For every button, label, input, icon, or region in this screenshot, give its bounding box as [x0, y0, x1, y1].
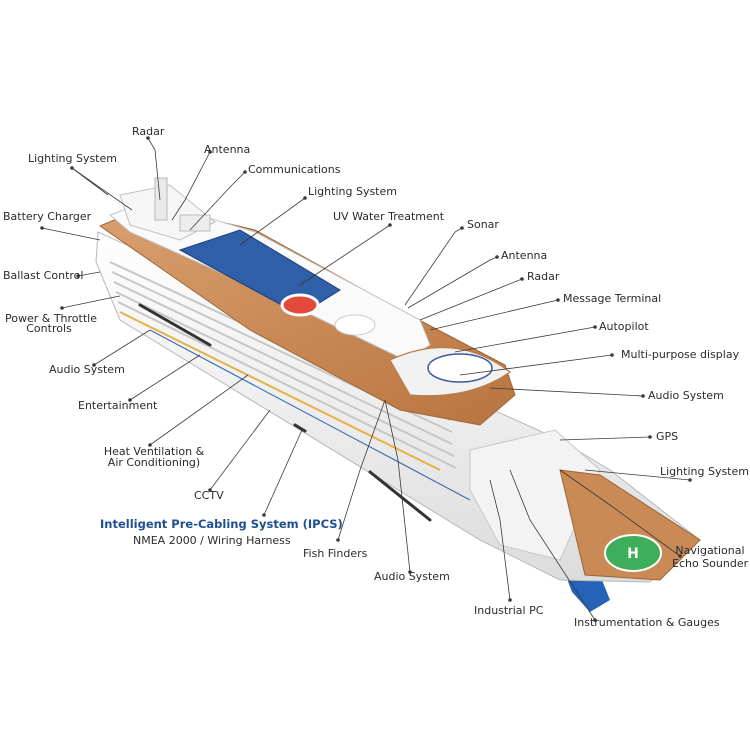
label-autopilot: Autopilot: [599, 320, 649, 333]
label-sonar: Sonar: [467, 218, 499, 231]
bow-hull: [469, 429, 601, 561]
aft-superstructure: [119, 177, 216, 241]
label-audio-left: Audio System: [49, 363, 125, 376]
label-battery-charger: Battery Charger: [3, 210, 92, 223]
label-antenna-top: Antenna: [204, 143, 251, 156]
label-instrumentation: Instrumentation & Gauges: [574, 616, 720, 629]
helipad: [604, 534, 662, 572]
label-antenna-right: Antenna: [501, 249, 548, 262]
bow-deck: [559, 469, 701, 581]
label-ballast-control: Ballast Control: [3, 269, 84, 282]
leader-lines: [41, 137, 691, 621]
label-power-throttle-line2: Controls: [26, 322, 72, 335]
helipad-h: H: [627, 546, 639, 562]
label-nav-echo: Navigational Echo Sounder: [672, 545, 748, 570]
cable-harness: [138, 303, 432, 522]
label-industrial-pc: Industrial PC: [474, 604, 544, 617]
label-fish-finders: Fish Finders: [303, 547, 368, 560]
waterline: [149, 329, 471, 501]
label-audio-right: Audio System: [648, 389, 724, 402]
label-hvac-line1: Heat Ventilation &: [103, 445, 205, 458]
label-entertainment: Entertainment: [78, 399, 158, 412]
ipcs-title: Intelligent Pre-Cabling System (IPCS): [100, 517, 343, 531]
label-gps: GPS: [656, 430, 679, 443]
label-lighting-right: Lighting System: [660, 465, 749, 478]
label-radar-top: Radar: [132, 125, 165, 138]
label-lighting-left: Lighting System: [28, 152, 117, 165]
ipcs-subtitle: NMEA 2000 / Wiring Harness: [133, 534, 291, 547]
label-nav-echo-line1: Navigational: [675, 544, 745, 557]
label-communications: Communications: [248, 163, 341, 176]
deck-ring: [280, 293, 320, 317]
label-lighting-mid: Lighting System: [308, 185, 397, 198]
label-message-terminal: Message Terminal: [563, 292, 662, 305]
bridge-circle: [427, 353, 493, 383]
label-audio-bottom: Audio System: [374, 570, 450, 583]
label-radar-right: Radar: [527, 270, 560, 283]
deck-pool-round: [334, 314, 376, 336]
label-power-throttle: Power & Throttle Controls: [5, 312, 97, 335]
label-nav-echo-line2: Echo Sounder: [672, 557, 749, 570]
leader-dots: [40, 136, 692, 622]
label-uv-water: UV Water Treatment: [333, 210, 445, 223]
label-hvac-line2: Air Conditioning): [107, 456, 201, 469]
label-hvac: Heat Ventilation & Air Conditioning): [102, 446, 206, 469]
label-power-throttle-line1: Power & Throttle: [5, 312, 97, 325]
label-multi-display: Multi-purpose display: [621, 348, 740, 361]
ship-illustration: H: [95, 177, 701, 612]
label-cctv: CCTV: [194, 489, 224, 502]
hull-stripe: [119, 311, 441, 471]
